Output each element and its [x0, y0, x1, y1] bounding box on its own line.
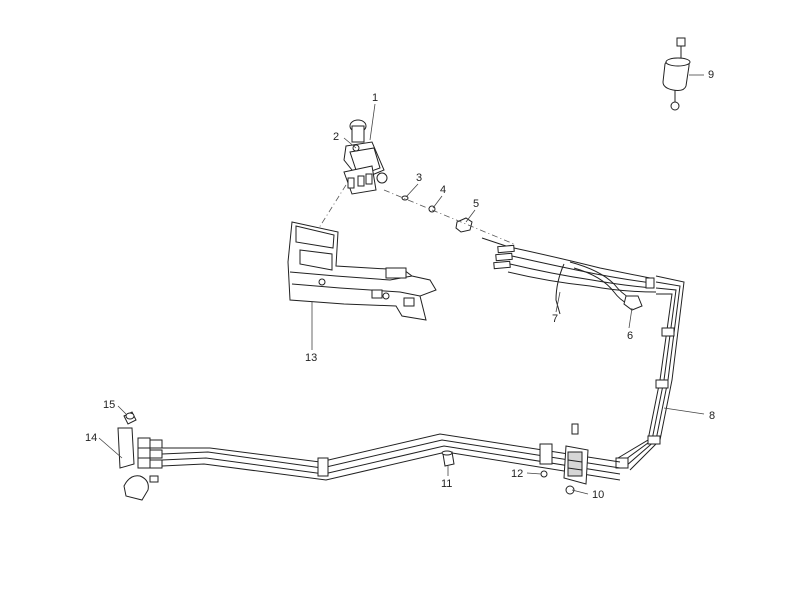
callout-8: 8: [709, 410, 715, 422]
callout-10: 10: [592, 489, 604, 501]
part-13-bracket: [287, 221, 437, 321]
callout-7: 7: [552, 313, 558, 325]
callout-3: 3: [416, 172, 422, 184]
lower-hose-run: [161, 433, 621, 481]
part-9-cylinder: [662, 37, 691, 111]
part-3-washer: [401, 195, 409, 201]
callout-13: 13: [305, 352, 317, 364]
callout-15: 15: [103, 399, 115, 411]
callout-1: 1: [372, 92, 378, 104]
callout-5: 5: [473, 198, 479, 210]
leader-lines: [98, 74, 705, 495]
callout-14: 14: [85, 432, 97, 444]
callout-4: 4: [440, 184, 446, 196]
part-14-valve-block: [117, 427, 163, 501]
center-line-assembly: [383, 189, 515, 245]
callout-numbers: 1 2 3 4 5 6 7 8 9 10 11 12 13 14 15: [85, 69, 715, 501]
callout-12: 12: [511, 468, 523, 480]
callout-6: 6: [627, 330, 633, 342]
part-10-manifold: [563, 423, 589, 495]
part-15-cap: [123, 411, 137, 425]
part-12-bolt: [540, 470, 548, 478]
center-line-mount: [299, 184, 347, 259]
callout-11: 11: [441, 478, 452, 490]
part-8-hose-bundle: [615, 275, 685, 471]
callout-2: 2: [333, 131, 339, 143]
part-11-sleeve: [441, 450, 455, 467]
part-5-nut: [455, 217, 473, 233]
callout-9: 9: [708, 69, 714, 81]
part-7-hose-fittings: [481, 237, 657, 315]
part-1-joystick: [343, 119, 388, 195]
